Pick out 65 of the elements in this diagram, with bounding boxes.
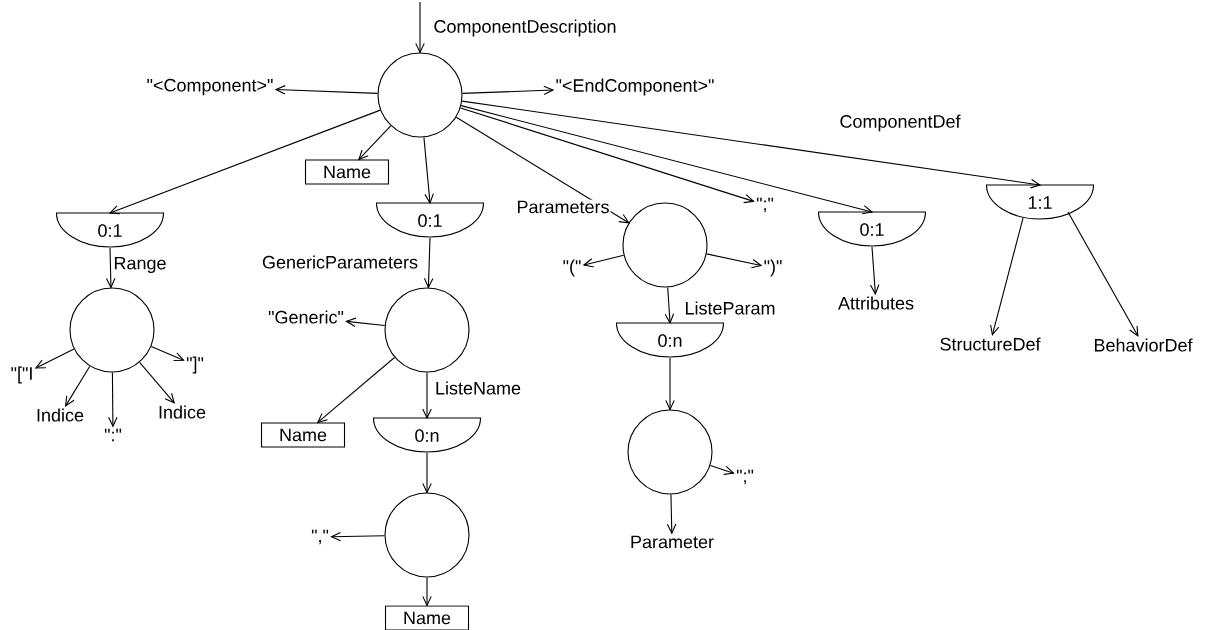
- arrow: [422, 577, 432, 607]
- edge-label: Parameters: [515, 199, 611, 215]
- terminal-text: ",": [311, 529, 329, 545]
- edge-label: Range: [112, 255, 168, 275]
- arrow: [415, 1, 425, 54]
- arrow: [345, 317, 386, 328]
- arrow: [108, 109, 381, 215]
- name-box: Name: [384, 605, 470, 630]
- arrow: [108, 372, 118, 428]
- terminal-text: "(": [563, 259, 581, 277]
- terminal-text: BehaviorDef: [1094, 338, 1193, 352]
- arrow: [709, 464, 735, 475]
- terminal-text: StructureDef: [940, 337, 1041, 351]
- arrow: [665, 357, 675, 411]
- arrow: [422, 452, 432, 494]
- terminal-text: ";": [756, 197, 774, 213]
- terminal-text: "Generic": [268, 310, 344, 324]
- name-box: Name: [304, 159, 390, 185]
- edge-label: ListeName: [434, 380, 522, 396]
- circle-node: [384, 492, 470, 578]
- arrow: [105, 247, 116, 289]
- arrow: [460, 107, 755, 204]
- terminal-text: ";": [736, 469, 754, 485]
- arrow: [274, 85, 379, 95]
- arrow: [461, 100, 1042, 189]
- terminal-text: "<EndComponent>": [556, 78, 714, 96]
- circle-node: [627, 409, 713, 495]
- arrow: [358, 125, 392, 161]
- arrow: [1067, 211, 1139, 337]
- arrow: [139, 361, 176, 404]
- arrow: [64, 365, 91, 407]
- terminal-text: "<Component>": [147, 78, 273, 96]
- terminal-text: Attributes: [838, 296, 914, 310]
- arrow: [706, 253, 763, 269]
- terminal-text: Parameter: [631, 535, 714, 549]
- circle-node: [69, 287, 155, 373]
- arrow: [422, 372, 432, 420]
- arrow: [455, 116, 630, 224]
- arrow: [461, 85, 555, 96]
- terminal-text: "]": [186, 356, 204, 374]
- arrow: [316, 356, 396, 424]
- arrow: [34, 348, 75, 369]
- circle-node: [622, 202, 708, 288]
- arrow: [423, 136, 434, 205]
- name-box: Name: [260, 422, 346, 448]
- terminal-text: Indice: [159, 405, 206, 419]
- edge-label: ComponentDef: [838, 113, 962, 133]
- arrow: [150, 345, 185, 362]
- arrow: [582, 254, 625, 268]
- circle-node: [384, 287, 470, 373]
- edge-label: GenericParameters: [261, 254, 420, 270]
- arrow: [664, 286, 675, 325]
- terminal-text: ":": [104, 428, 122, 442]
- arrow: [330, 531, 385, 542]
- terminal-text: "["I: [11, 366, 32, 384]
- terminal-text: Indice: [37, 408, 84, 422]
- circle-node: [377, 52, 463, 138]
- edge-label: ComponentDescription: [432, 18, 618, 38]
- arrow: [423, 237, 434, 289]
- edge-label: ListeParam: [683, 300, 777, 316]
- arrow: [460, 105, 874, 215]
- arrow: [869, 246, 880, 296]
- terminal-text: ")": [764, 259, 782, 277]
- arrow: [666, 494, 677, 535]
- arrow: [990, 217, 1024, 337]
